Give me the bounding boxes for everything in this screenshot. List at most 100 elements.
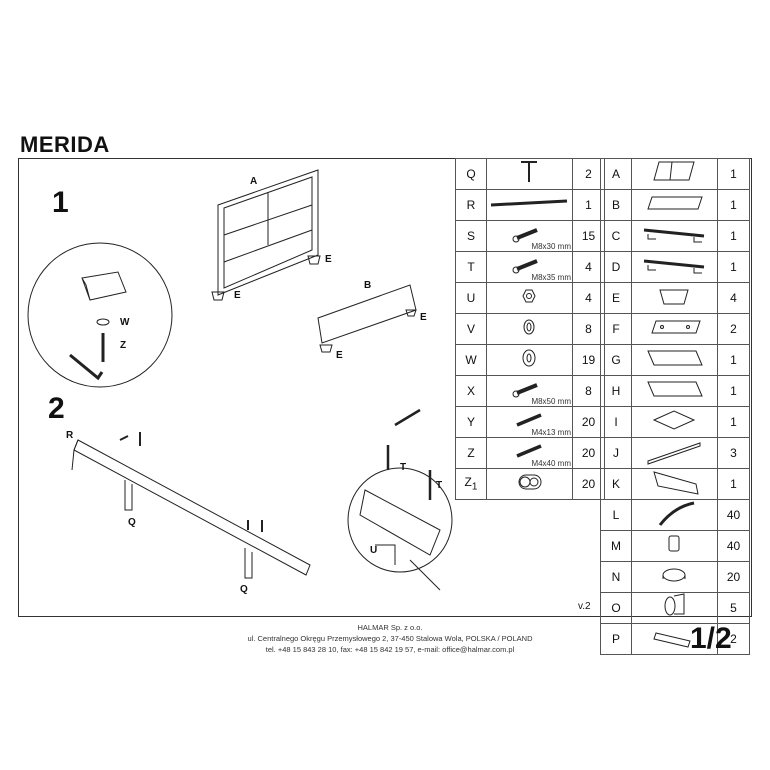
part-letter-text: P (611, 632, 620, 646)
footboard-drawing: B E E (317, 280, 427, 361)
detail-circle-step2: T T U (347, 408, 453, 591)
label-E-4: E (336, 350, 343, 361)
part-letter: R (455, 189, 487, 221)
part-quantity: 1 (717, 344, 750, 376)
part-quantity: 4 (572, 282, 605, 314)
part-letter: S (455, 220, 487, 252)
part-image: M4x13 mm (486, 406, 573, 438)
part-letter-text: G (611, 353, 621, 367)
subscript: 1 (471, 481, 478, 493)
panel-icon (647, 381, 703, 397)
company-contact: tel. +48 15 843 28 10, fax: +48 15 842 1… (265, 645, 515, 654)
label-R: R (66, 430, 74, 441)
nut-icon (522, 289, 536, 303)
part-letter-text: R (466, 198, 476, 212)
part-quantity: 20 (717, 561, 750, 593)
part-size: M4x13 mm (531, 428, 571, 437)
part-image (631, 468, 718, 500)
part-image: M8x30 mm (486, 220, 573, 252)
part-image (631, 561, 718, 593)
part-quantity: 1 (717, 251, 750, 283)
sheet-icon (652, 410, 696, 430)
screw-icon (516, 413, 542, 427)
part-letter: W (455, 344, 487, 376)
part-image (631, 251, 718, 283)
part-letter: B (600, 189, 632, 221)
part-letter-text: Y (466, 415, 475, 429)
label-E-3: E (420, 312, 427, 323)
part-letter: K (600, 468, 632, 500)
part-letter: Z1 (455, 468, 487, 500)
rail-drawing: R Q Q (66, 430, 311, 595)
headboard-drawing: A E E (211, 169, 332, 301)
part-quantity: 8 (572, 375, 605, 407)
part-quantity: 4 (717, 282, 750, 314)
part-image (631, 437, 718, 469)
bolt-icon (512, 228, 538, 243)
part-quantity: 1 (717, 158, 750, 190)
label-U: U (370, 545, 377, 556)
page-title: MERIDA (20, 132, 110, 157)
part-quantity: 1 (717, 468, 750, 500)
part-letter-text: B (611, 198, 620, 212)
part-size: M8x35 mm (531, 273, 571, 282)
cap-icon (662, 568, 686, 582)
part-letter-text: M (611, 539, 621, 553)
bolt-icon (512, 259, 538, 274)
part-letter-text: S (466, 229, 475, 243)
part-letter-text: Q (466, 167, 476, 181)
part-image (631, 220, 718, 252)
part-letter-text: I (614, 415, 618, 429)
part-image: M8x50 mm (486, 375, 573, 407)
part-letter-text: Z (467, 446, 475, 460)
part-image (631, 344, 718, 376)
part-image (631, 158, 718, 190)
part-letter-text: A (611, 167, 620, 181)
panel-icon (647, 350, 703, 366)
part-letter: I (600, 406, 632, 438)
part-image (631, 592, 718, 624)
slat-icon (647, 442, 701, 465)
label-Z: Z (120, 340, 126, 351)
part-image (631, 313, 718, 345)
part-quantity: 1 (717, 406, 750, 438)
part-letter: H (600, 375, 632, 407)
part-letter: F (600, 313, 632, 345)
part-letter-text: F (612, 322, 620, 336)
part-image (631, 530, 718, 562)
part-letter-text: K (611, 477, 620, 491)
part-image (631, 499, 718, 531)
step-1-number: 1 (52, 186, 69, 219)
connector-plate-icon (653, 632, 691, 648)
part-letter: L (600, 499, 632, 531)
part-size: M8x30 mm (531, 242, 571, 251)
part-quantity: 2 (717, 623, 750, 655)
part-quantity: 1 (717, 375, 750, 407)
part-size: M8x50 mm (531, 397, 571, 406)
board-icon (647, 196, 703, 210)
part-letter: Q (455, 158, 487, 190)
part-quantity: 40 (717, 499, 750, 531)
label-E-2: E (325, 254, 332, 265)
part-letter: T (455, 251, 487, 283)
cam-cap-icon (518, 474, 542, 490)
foot-icon (659, 289, 689, 305)
part-quantity: 2 (572, 158, 605, 190)
headboard-icon (653, 161, 695, 181)
part-letter: C (600, 220, 632, 252)
assembly-diagram: W Z A E E B E E R Q Q (27, 169, 453, 595)
version-label: v.2 (578, 601, 591, 612)
part-letter-text: O (611, 601, 621, 615)
page-number: 1/2 (690, 622, 732, 655)
part-letter-text: L (612, 508, 620, 522)
part-letter-text: W (465, 353, 477, 367)
part-letter-text: C (611, 229, 621, 243)
